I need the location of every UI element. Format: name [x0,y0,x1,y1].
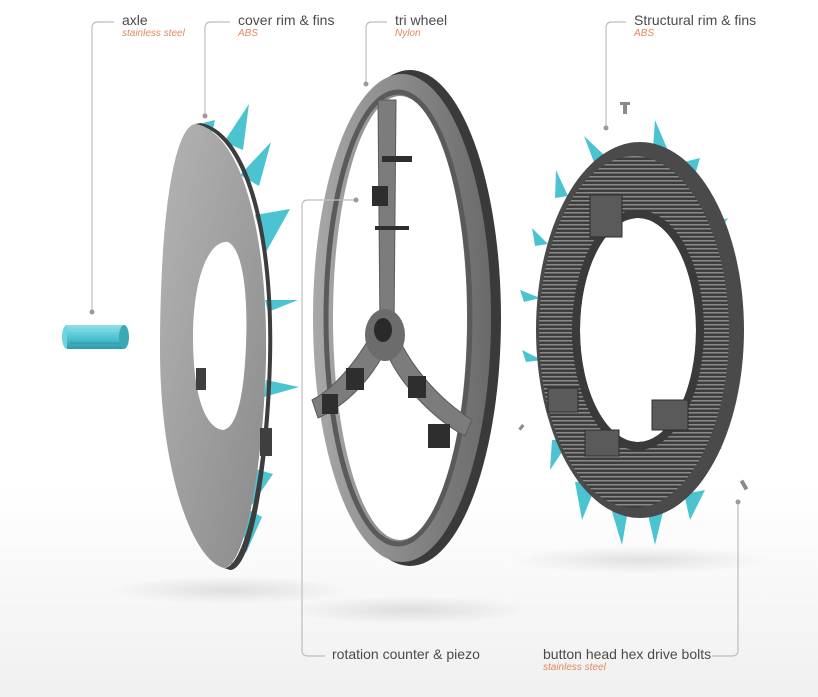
cover-rim-part [160,104,299,570]
label-cover-rim-material: ABS [238,28,259,39]
label-tri-wheel: tri wheel Nylon [395,12,447,39]
label-structural-rim-material: ABS [634,28,655,39]
axle-part [62,325,129,349]
tri-wheel-part [311,70,501,566]
leader-structural [605,21,626,128]
leader-lines [91,21,739,657]
label-cover-rim: cover rim & fins ABS [238,12,334,39]
label-bolts-material: stainless steel [543,662,606,673]
leader-axle [91,21,114,312]
leader-bolts [712,502,739,657]
label-cover-rim-name: cover rim & fins [238,12,335,28]
leader-cover [204,21,230,116]
label-rotation-counter-name: rotation counter & piezo [332,646,480,662]
label-structural-rim: Structural rim & fins ABS [634,12,756,39]
label-rotation-counter: rotation counter & piezo [332,646,480,662]
label-axle-name: axle [122,12,148,28]
label-axle: axle stainless steel [122,12,185,39]
label-tri-wheel-name: tri wheel [395,12,448,28]
leader-rotation [301,199,356,657]
label-structural-rim-name: Structural rim & fins [634,12,757,28]
label-bolts: button head hex drive bolts stainless st… [543,646,711,673]
label-axle-material: stainless steel [122,28,185,39]
label-bolts-name: button head hex drive bolts [543,646,712,662]
bolts-part [518,102,749,491]
structural-rim-part [520,120,744,545]
label-tri-wheel-material: Nylon [395,28,421,39]
leader-tri [365,21,387,84]
